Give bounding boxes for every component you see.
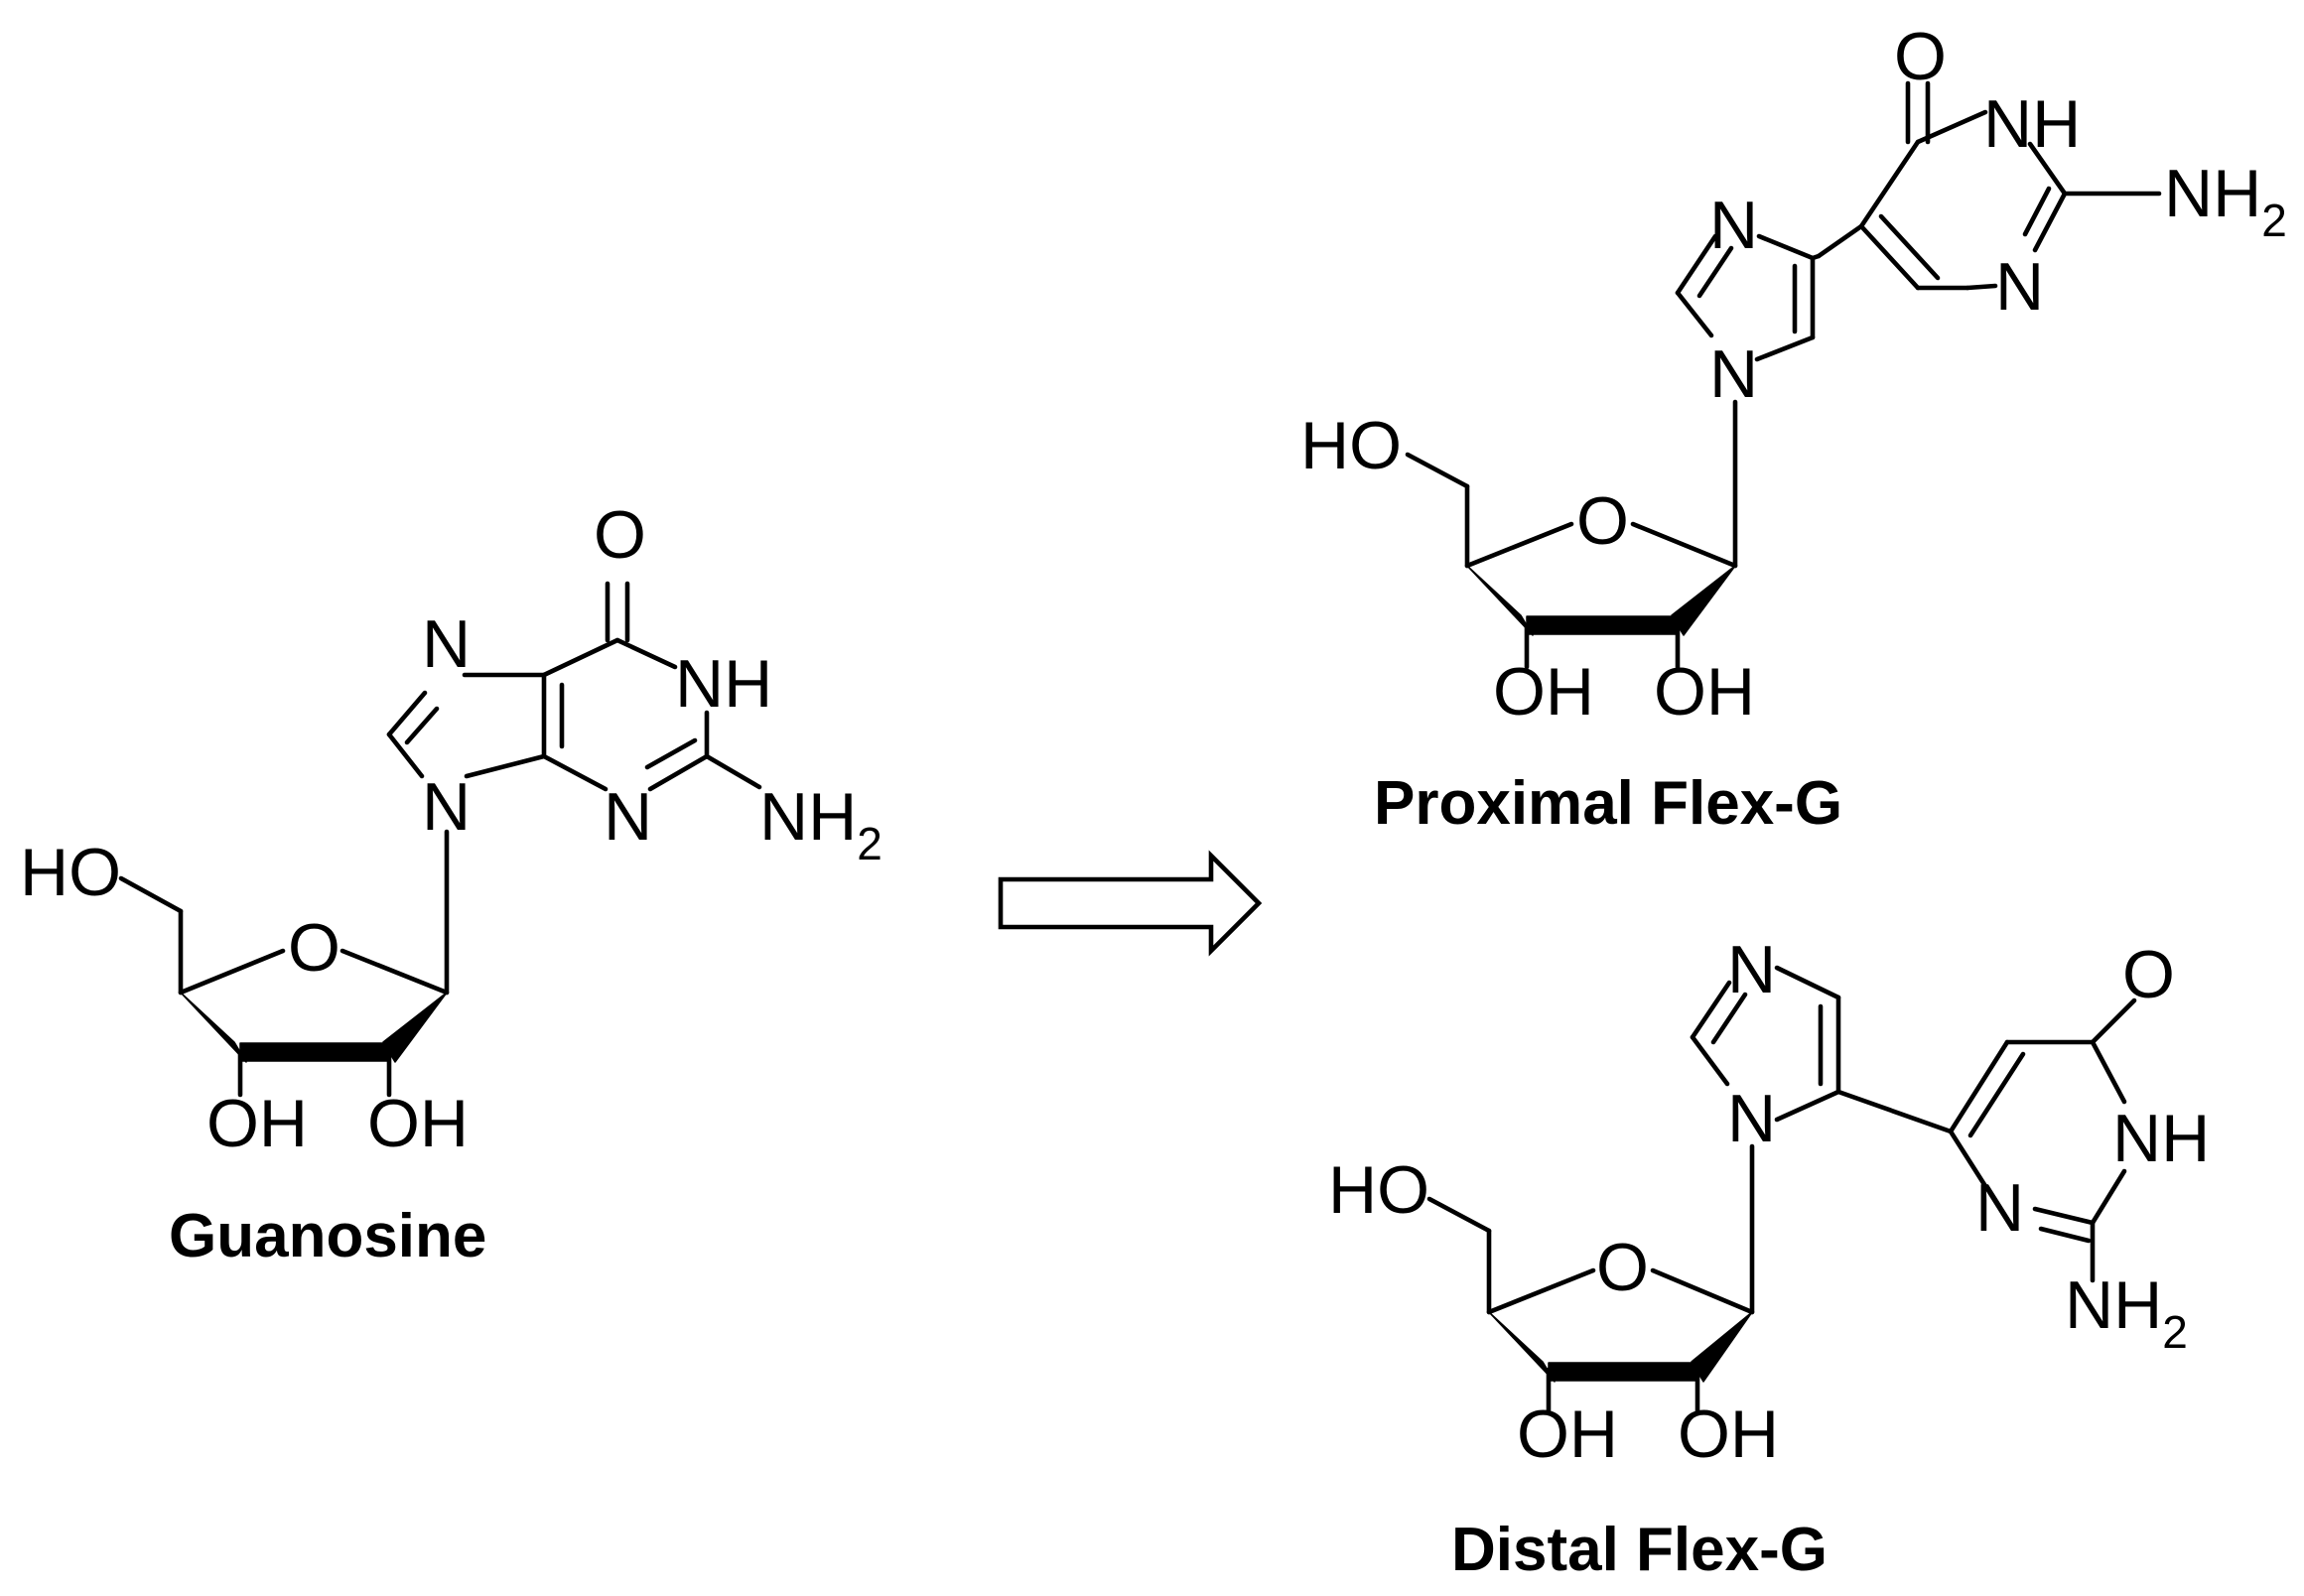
atom-o-ring: O — [1596, 1230, 1649, 1305]
reaction-arrow — [998, 850, 1263, 957]
atom-n9: N — [422, 769, 471, 845]
guanosine-wedge-right — [382, 992, 448, 1063]
atom-o-carbonyl: O — [2122, 937, 2175, 1012]
atom-o-ring: O — [288, 910, 340, 986]
atom-o-carbonyl: O — [1894, 19, 1947, 94]
atom-nh: NH — [675, 646, 772, 722]
proximal-wedge-left — [1466, 565, 1534, 636]
distal-wedge-right — [1691, 1311, 1753, 1383]
atom-n-imidazole-top: N — [1709, 188, 1758, 263]
atom-n-imidazole-bottom: N — [1709, 336, 1758, 412]
atom-ho: HO — [20, 835, 121, 910]
atom-oh-b: OH — [1678, 1396, 1779, 1472]
atom-oh-b: OH — [367, 1086, 469, 1161]
proximal-wedge-bottom — [1526, 615, 1679, 635]
atom-nh: NH — [1983, 86, 2081, 162]
atom-n7: N — [422, 606, 471, 682]
distal-wedge-left — [1488, 1311, 1556, 1383]
atom-ho: HO — [1328, 1152, 1429, 1228]
compound-name-guanosine: Guanosine — [169, 1202, 486, 1270]
atom-ho: HO — [1300, 408, 1402, 483]
atom-oh-a: OH — [1493, 654, 1594, 730]
atom-n-imidazole-bottom: N — [1727, 1081, 1776, 1156]
atom-oh-a: OH — [1517, 1396, 1618, 1472]
atom-oh-a: OH — [206, 1086, 308, 1161]
distal-wedge-bottom — [1548, 1362, 1698, 1382]
proximal-bonds — [1405, 80, 2162, 670]
atom-nh: NH — [2112, 1101, 2210, 1176]
guanosine-structure: O NH N N N NH2 HO O OH OH Guanosine — [20, 497, 882, 1270]
compound-name-proximal: Proximal Flex-G — [1374, 769, 1842, 838]
atom-n-imidazole-top: N — [1727, 932, 1776, 1007]
atom-n-pyrimidine: N — [1975, 1170, 2024, 1246]
guanosine-bonds — [118, 581, 762, 1098]
guanosine-wedge-left — [180, 992, 247, 1063]
compound-name-distal: Distal Flex-G — [1451, 1516, 1828, 1584]
atom-nh2: NH2 — [2164, 156, 2287, 246]
atom-o-carbonyl: O — [594, 497, 646, 573]
distal-structure: N N O NH N NH2 HO O OH OH Distal Flex-G — [1328, 932, 2210, 1584]
atom-o-ring: O — [1576, 483, 1629, 559]
atom-oh-b: OH — [1654, 654, 1755, 730]
atom-n-pyrimidine: N — [1995, 249, 2044, 325]
proximal-wedge-right — [1671, 565, 1736, 636]
atom-nh2: NH2 — [759, 779, 882, 869]
atom-n3: N — [604, 779, 652, 855]
atom-nh2: NH2 — [2065, 1267, 2188, 1358]
guanosine-wedge-bottom — [239, 1042, 390, 1062]
proximal-structure: O NH NH2 N N N HO O OH OH Proximal Flex-… — [1300, 19, 2287, 838]
distal-bonds — [1426, 965, 2137, 1414]
